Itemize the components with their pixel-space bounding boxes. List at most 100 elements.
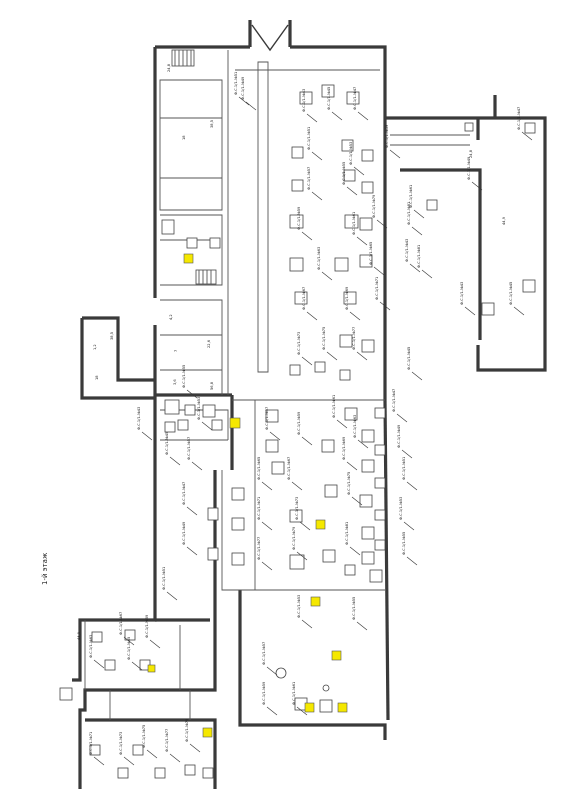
room-label: 7 <box>174 350 178 352</box>
equipment-label: Ф.С.1/1-№47 <box>353 87 357 110</box>
leader-line <box>349 546 361 556</box>
room-label: 1,2 <box>93 344 97 350</box>
equipment-label: Ф.С.1/1-№53 <box>399 497 403 520</box>
leader-line <box>261 481 273 491</box>
leader-line <box>169 456 181 466</box>
leader-line <box>306 311 318 321</box>
equipment-label: Ф.С.1/1-№51 <box>307 127 311 150</box>
leader-line <box>326 351 338 361</box>
room-label: 44,9 <box>502 216 506 225</box>
leader-line <box>396 413 408 423</box>
equipment-label: Ф.С.1/1-№47 <box>392 389 396 412</box>
leader-line <box>357 111 369 121</box>
room-labels: 24,81838,544,94,2722,656,83,61,224,81838… <box>77 63 506 640</box>
equipment-label: Ф.С.1/1-№73 <box>297 332 301 355</box>
room-label: 38,5 <box>110 332 114 340</box>
equipment-label: Ф.С.1/1-№43 <box>302 89 306 112</box>
equipment-label: Ф.С.1/1-№57 <box>262 642 266 665</box>
leader-line <box>351 496 363 506</box>
equipment-label: Ф.С.1/1-№81 <box>407 202 411 225</box>
equipment-label: Ф.С.1/1-№73 <box>119 732 123 755</box>
leader-line <box>131 661 143 671</box>
room-label: 56,8 <box>210 381 214 390</box>
room-label: 3,6 <box>173 379 177 385</box>
equipment-label: Ф.С.1/1-№67 <box>302 287 306 310</box>
leader-line <box>311 191 323 201</box>
equipment-label: Ф.С.1/1-№57 <box>187 437 191 460</box>
equipment-label: Ф.С.1/1-№45 <box>327 87 331 110</box>
equipment-label: Ф.С.1/1-№45 <box>407 347 411 370</box>
leader-line <box>301 436 313 446</box>
leader-line <box>191 461 203 471</box>
equipment-label: Ф.С.1/1-№69 <box>345 286 349 310</box>
equipment-label: Ф.С.1/1-№79 <box>372 194 376 218</box>
equipment-label: Ф.С.1/1-№43 <box>460 282 464 305</box>
leader-line <box>336 419 348 429</box>
outer-walls <box>72 20 547 789</box>
equipment-label: Ф.С.1/1-№51 <box>402 457 406 480</box>
equipment-label: Ф.С.1/1-№53 <box>349 142 353 165</box>
leader-line <box>349 311 361 321</box>
equipment-label: Ф.С.1/1-№61 <box>409 185 413 208</box>
leader-line <box>123 636 135 646</box>
equipment-label: Ф.С.1/1-№65 <box>369 242 373 265</box>
equipment-label: Ф.С.1/1-№75 <box>322 327 326 350</box>
inner-walls <box>84 50 470 720</box>
leader-line <box>301 231 313 241</box>
equipment-group <box>59 84 536 779</box>
leader-line <box>261 521 273 531</box>
equipment-label: Ф.С.1/1-№81 <box>345 522 349 545</box>
equipment-label: Ф.С.1/1-№45 <box>165 432 169 455</box>
leader-line <box>373 266 385 276</box>
equipment-label: Ф.С.1/1-№55 <box>402 532 406 555</box>
equipment-label: Ф.С.1/1-№43 <box>405 239 409 262</box>
leader-line <box>299 521 311 531</box>
equipment-label: Ф.С.1/1-№55 <box>352 597 356 620</box>
room-label: 22,6 <box>207 339 211 348</box>
equipment-label: Ф.С.1/1-№57 <box>265 407 269 430</box>
leader-line <box>166 591 178 601</box>
equipment-label: Ф.С.1/1-№63 <box>317 247 321 270</box>
leader-line <box>291 481 303 491</box>
leader-line <box>331 111 343 121</box>
equipment-label: Ф.С.1/1-№43 <box>137 407 141 430</box>
leader-line <box>266 666 278 676</box>
leader-line <box>464 306 476 316</box>
leader-line <box>411 226 423 236</box>
equipment-label: Ф.С.1/1-№69 <box>342 436 346 460</box>
leader-line <box>123 756 135 766</box>
equipment-label: Ф.С.1/1-№79 <box>185 718 189 742</box>
leader-line <box>301 356 313 366</box>
leader-line <box>296 706 308 716</box>
leader-line <box>146 749 158 759</box>
equipment-label: Ф.С.1/1-№61 <box>332 395 336 418</box>
equipment-label: Ф.С.1/1-№71 <box>257 497 261 520</box>
floor-title: 1-й этаж <box>41 552 49 585</box>
leader-line <box>357 439 369 449</box>
room-label: 18 <box>95 375 99 380</box>
leader-line <box>93 659 105 669</box>
equipment-label: Ф.С.1/1-№77 <box>352 327 356 350</box>
equipment-label: Ф.С.1/1-№59 <box>385 124 389 148</box>
equipment-label: Ф.С.1/1-№79 <box>292 526 296 550</box>
equipment-label: Ф.С.1/1-№65 <box>257 457 261 480</box>
equipment-label: Ф.С.1/1-№61 <box>352 212 356 235</box>
leader-line <box>311 151 323 161</box>
leader-line <box>513 306 525 316</box>
equipment-label: Ф.С.1/1-№63 <box>89 635 93 658</box>
equipment-label: Ф.С.1/1-№77 <box>165 729 169 752</box>
equipment-label: Ф.С.1/1-№49 <box>182 521 186 545</box>
equipment-label: Ф.С.1/1-№75 <box>347 472 351 495</box>
equipment-label: Ф.С.1/1-№63 <box>353 415 357 438</box>
equipment-label: Ф.С.1/1-№53 <box>197 397 201 420</box>
leader-line <box>413 209 425 219</box>
equipment-label: Ф.С.1/1-№55 <box>342 162 346 185</box>
room-label: 38,5 <box>210 120 214 128</box>
equipment-label: Ф.С.1/1-№65 <box>127 637 131 660</box>
leader-line <box>306 113 318 123</box>
leader-line <box>411 371 423 381</box>
leader-line <box>169 753 181 763</box>
leader-line <box>356 236 368 246</box>
equipment-label: Ф.С.1/1-№55 <box>182 365 186 388</box>
